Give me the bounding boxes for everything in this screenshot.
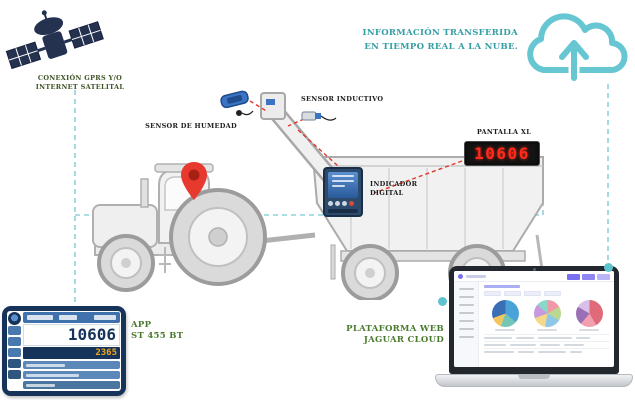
web-platform-label: PLATAFORMA WEB JAGUAR CLOUD <box>330 324 444 347</box>
dashboard-logo-icon <box>458 274 463 279</box>
inductive-sensor-label: SENSOR INDUCTIVO <box>301 95 384 103</box>
dashboard-button[interactable] <box>597 273 610 280</box>
pie-chart <box>491 300 519 331</box>
app-side-button[interactable] <box>8 326 21 335</box>
humidity-sensor-label: SENSOR DE HUMEDAD <box>145 122 237 130</box>
indicator-slot <box>328 209 358 213</box>
digital-indicator-label: INDICADOR DIGITAL <box>370 180 440 198</box>
xl-display-value: 10606 <box>474 144 530 163</box>
app-logo-icon <box>8 312 21 325</box>
satellite-label: CONEXIÓN GPRS Y/O INTERNET SATELITAL <box>24 74 136 92</box>
app-side-button[interactable] <box>8 359 21 368</box>
dashboard-main <box>480 282 614 367</box>
laptop-notch <box>518 375 550 379</box>
app-header-bar <box>23 312 120 323</box>
app-menu-row[interactable] <box>23 361 120 369</box>
app-label: APP ST 455 BT <box>131 320 201 343</box>
satellite-label-line2: INTERNET SATELITAL <box>35 82 125 91</box>
app-side-button[interactable] <box>8 337 21 346</box>
dashboard-title-bar <box>466 275 486 278</box>
connector-dot <box>438 297 447 306</box>
web-dashboard <box>454 271 614 367</box>
dashboard-button[interactable] <box>582 273 595 280</box>
app-side-button[interactable] <box>8 370 21 379</box>
dashboard-table-row[interactable] <box>484 334 610 341</box>
laptop-device <box>449 266 619 374</box>
dashboard-table-row[interactable] <box>484 348 610 355</box>
dashboard-breadcrumb <box>484 285 520 288</box>
app-main-value: 10606 <box>23 324 120 346</box>
dashboard-topbar <box>454 271 614 282</box>
dashboard-button[interactable] <box>567 273 580 280</box>
inductive-sensor-icon <box>301 111 337 121</box>
indicator-buttons <box>328 201 358 206</box>
xl-display-label: PANTALLA XL <box>476 128 532 136</box>
app-side-button[interactable] <box>8 348 21 357</box>
dashboard-sidebar[interactable] <box>454 282 479 367</box>
dashboard-table-row[interactable] <box>484 341 610 348</box>
indicator-screen <box>328 172 358 198</box>
digital-indicator-device <box>323 167 363 217</box>
cloud-label: INFORMACIÓN TRANSFERIDA EN TIEMPO REAL A… <box>360 27 518 54</box>
connector-dot <box>604 263 613 272</box>
app-tablet-device: 10606 2365 <box>2 306 126 396</box>
cloud-upload-icon <box>527 13 628 84</box>
app-label-line2: ST 455 BT <box>131 331 184 342</box>
digital-indicator-label-line1: INDICADOR <box>370 180 418 188</box>
cloud-label-line1: INFORMACIÓN TRANSFERIDA <box>362 28 518 38</box>
machinery-illustration <box>92 92 546 300</box>
web-platform-label-line2: JAGUAR CLOUD <box>363 335 444 346</box>
grain-cart-illustration <box>311 156 546 300</box>
app-secondary-value: 2365 <box>23 347 120 359</box>
dashboard-charts <box>484 300 610 331</box>
dashboard-filter-chips[interactable] <box>484 291 610 296</box>
app-label-line1: APP <box>131 320 152 330</box>
web-platform-label-line1: PLATAFORMA WEB <box>346 324 444 334</box>
cloud-label-line2: EN TIEMPO REAL A LA NUBE. <box>364 41 518 52</box>
tractor-illustration <box>92 163 316 292</box>
xl-display: 10606 <box>464 141 540 166</box>
app-tablet-screen: 10606 2365 <box>7 311 121 391</box>
digital-indicator-label-line2: DIGITAL <box>370 188 404 197</box>
satellite-icon <box>5 10 104 70</box>
app-menu-row[interactable] <box>23 381 120 389</box>
pie-chart <box>575 300 603 331</box>
laptop-camera-icon <box>533 268 536 271</box>
humidity-sensor-icon <box>220 90 254 116</box>
location-pin-icon <box>181 162 207 200</box>
app-menu-row[interactable] <box>23 371 120 379</box>
pie-chart <box>533 300 561 331</box>
laptop-base <box>435 374 633 387</box>
satellite-label-line1: CONEXIÓN GPRS Y/O <box>37 74 123 82</box>
